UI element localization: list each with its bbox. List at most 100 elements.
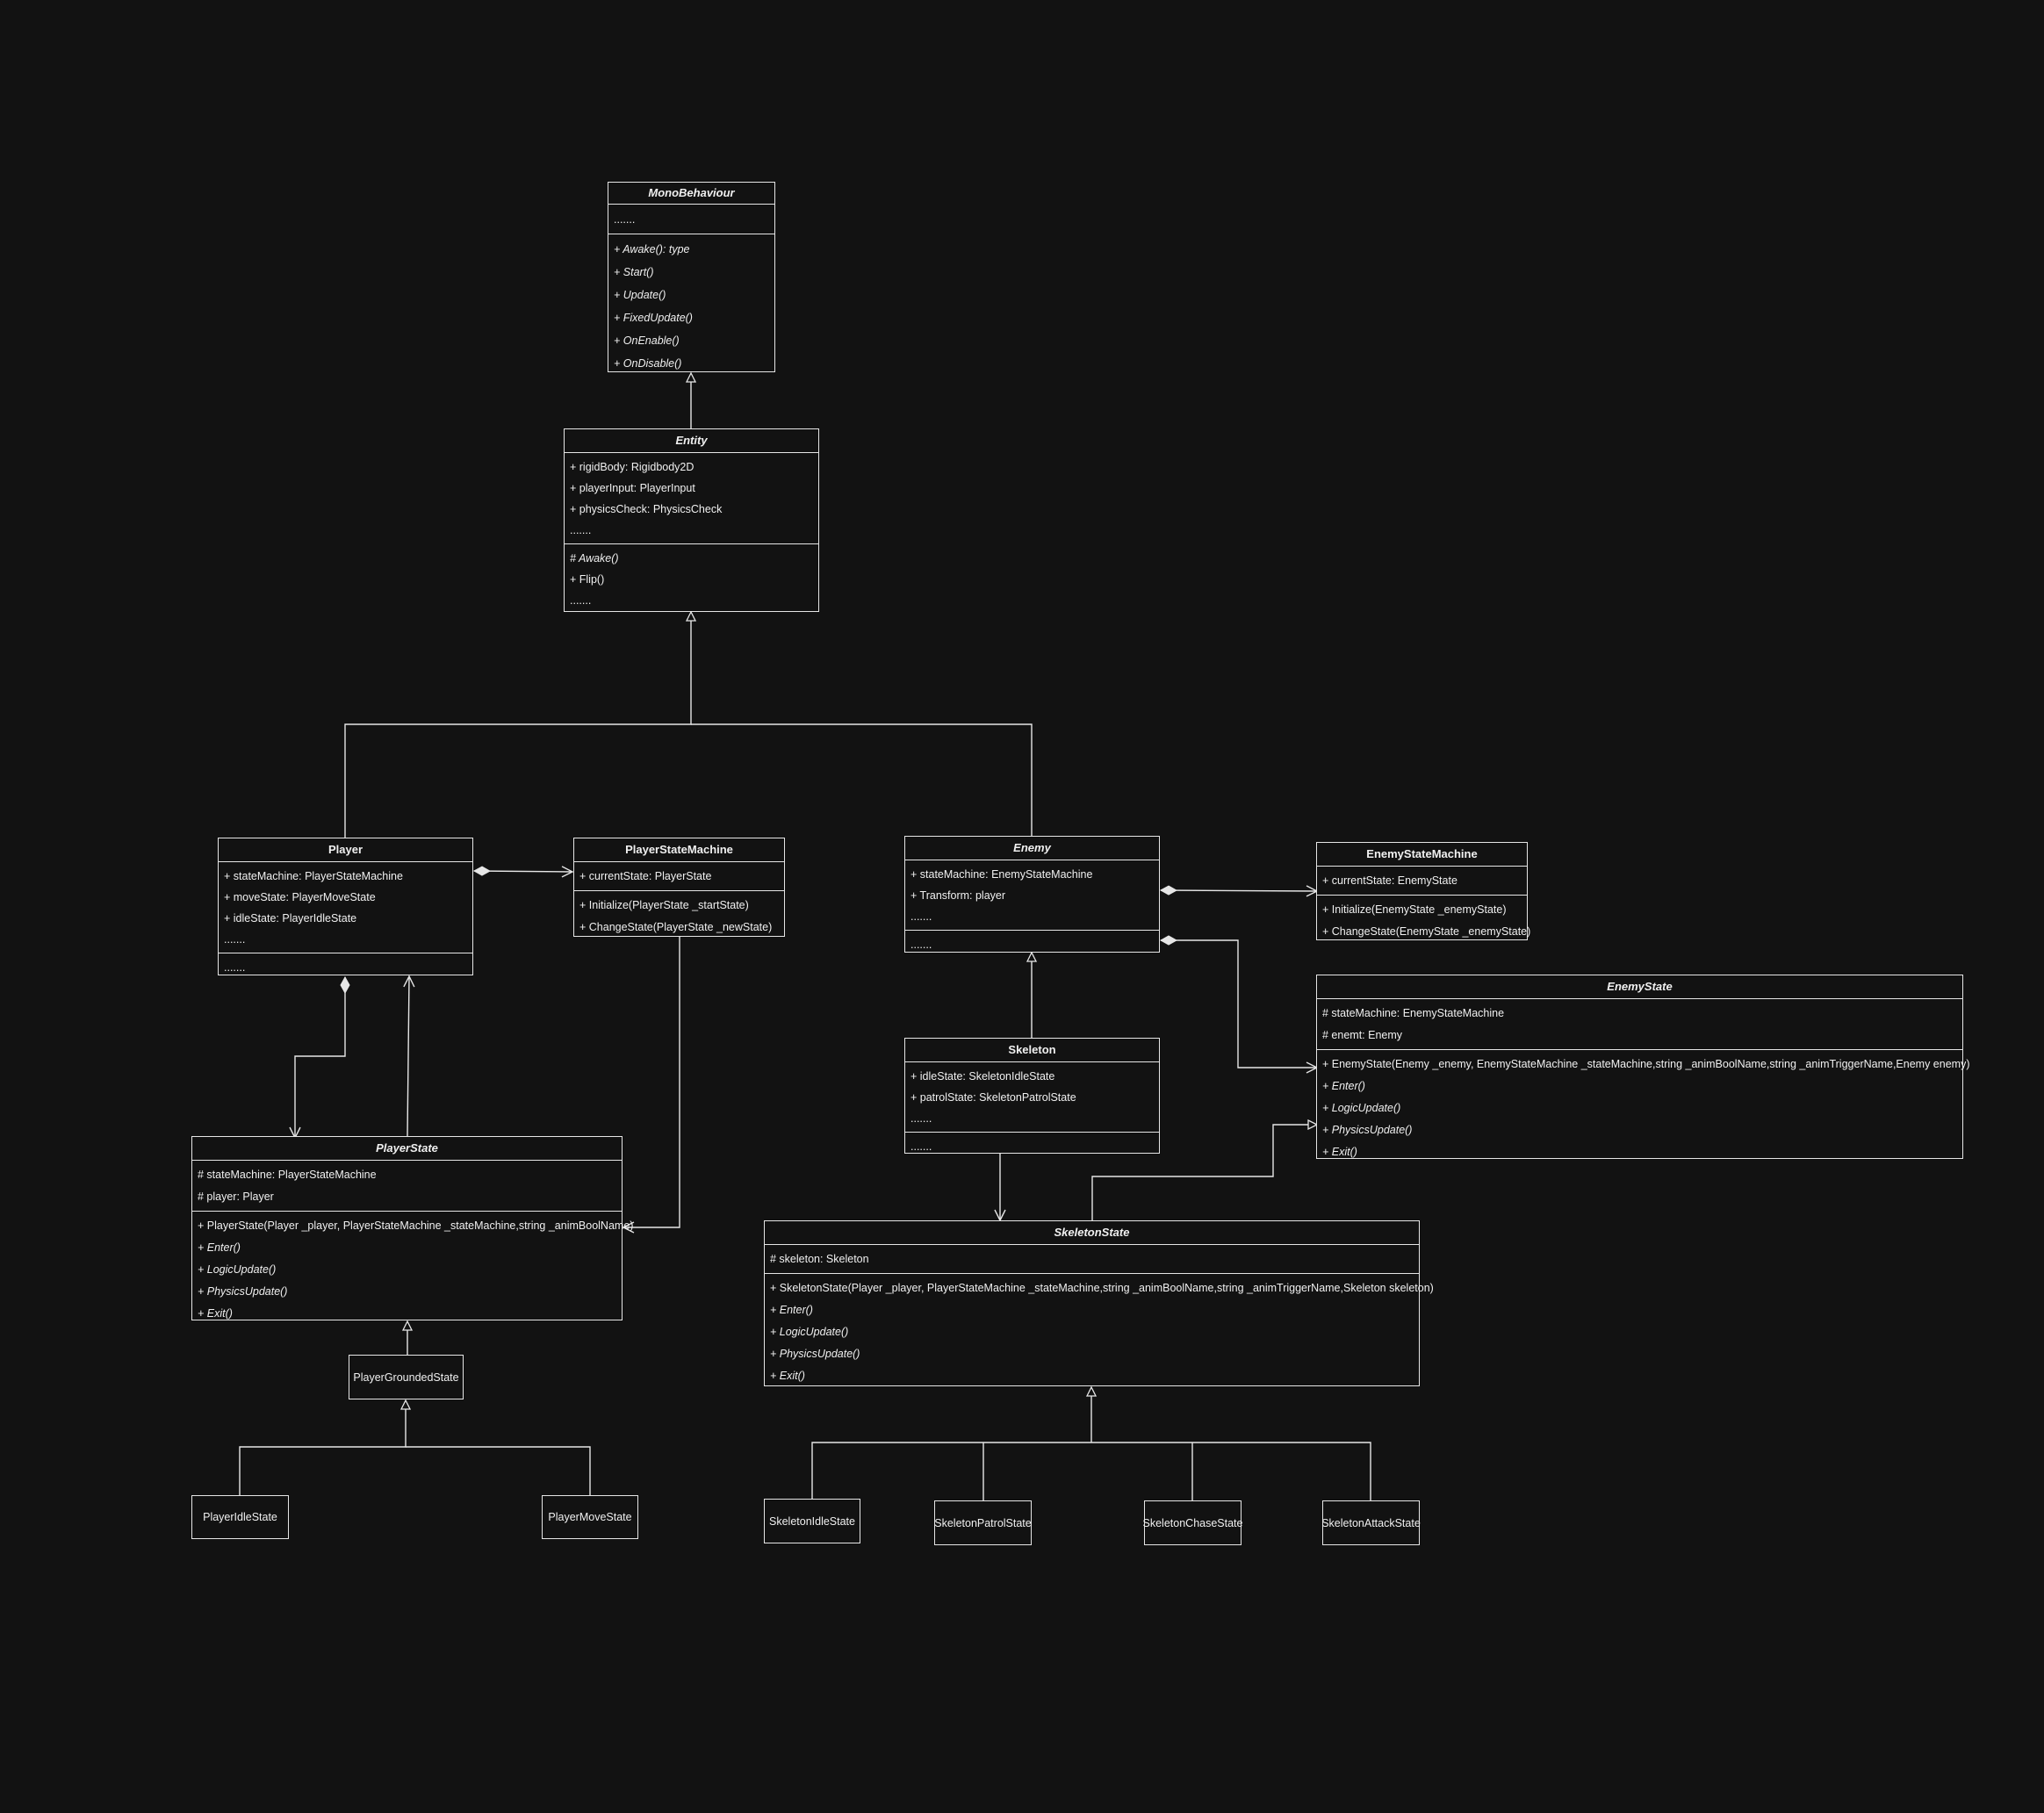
class-player-idle-state[interactable]: PlayerIdleState (191, 1495, 289, 1539)
class-method: + Update() (614, 289, 666, 301)
association-playerstate-player (407, 976, 409, 1137)
class-method: + LogicUpdate() (198, 1263, 277, 1276)
class-name: Skeleton (905, 1039, 1159, 1062)
class-name: PlayerStateMachine (574, 838, 784, 862)
class-fields: ....... (608, 205, 774, 234)
class-method: ....... (224, 961, 246, 974)
class-fields: + currentState: EnemyState (1317, 867, 1527, 896)
class-field: + physicsCheck: PhysicsCheck (570, 503, 723, 515)
class-skeleton-attack-state[interactable]: SkeletonAttackState (1321, 1500, 1421, 1545)
class-player-move-state[interactable]: PlayerMoveState (542, 1495, 638, 1539)
class-methods: + Awake(): type + Start() + Update() + Fixe… (608, 234, 774, 378)
class-field: # skeleton: Skeleton (770, 1253, 869, 1265)
class-field: ....... (570, 524, 592, 536)
class-field: ....... (910, 910, 932, 923)
class-method: + SkeletonState(Player _player, PlayerSt… (770, 1282, 1434, 1294)
class-player-grounded-state[interactable]: PlayerGroundedState (349, 1355, 464, 1399)
class-field: + idleState: PlayerIdleState (224, 912, 357, 924)
class-method: + FixedUpdate() (614, 312, 693, 324)
class-method: + Initialize(EnemyState _enemyState) (1322, 903, 1507, 916)
class-field: + patrolState: SkeletonPatrolState (910, 1091, 1076, 1104)
class-method: ....... (910, 939, 932, 951)
class-method: + Exit() (1322, 1146, 1357, 1158)
class-method: + Enter() (1322, 1080, 1365, 1092)
class-fields: + idleState: SkeletonIdleState + patrolSt… (905, 1062, 1159, 1133)
class-method: + Exit() (770, 1370, 805, 1382)
class-fields: # stateMachine: PlayerStateMachine # play… (192, 1161, 622, 1212)
class-monobehaviour[interactable]: MonoBehaviour....... + Awake(): type + Sta… (608, 182, 775, 372)
class-method: + PhysicsUpdate() (1322, 1124, 1413, 1136)
class-field: + moveState: PlayerMoveState (224, 891, 376, 903)
class-field: ....... (614, 213, 636, 226)
class-method: + Awake(): type (614, 243, 690, 255)
class-methods: ....... (905, 1133, 1159, 1160)
class-name: EnemyStateMachine (1317, 843, 1527, 867)
inherit-idle-grounded (239, 1400, 406, 1495)
class-methods: + PlayerState(Player _player, PlayerStat… (192, 1212, 633, 1327)
class-skeleton-state[interactable]: SkeletonState # skeleton: Skeleton + Skele… (764, 1220, 1434, 1386)
inherit-skeletonstate-enemystate (1091, 1125, 1317, 1220)
class-enemy[interactable]: Enemy+ stateMachine: EnemyStateMachine+ … (904, 836, 1160, 953)
class-name: Enemy (905, 837, 1159, 860)
class-method: ....... (910, 1140, 932, 1153)
class-method: ....... (570, 594, 592, 607)
class-field: + idleState: SkeletonIdleState (910, 1070, 1055, 1083)
class-enemy-state[interactable]: EnemyState# stateMachine: EnemyStateMach… (1316, 975, 1969, 1159)
class-methods: # Awake() + Flip()....... (565, 544, 818, 614)
class-method: + OnEnable() (614, 335, 680, 347)
class-method: + EnemyState(Enemy _enemy, EnemyStateMac… (1322, 1058, 1970, 1070)
class-field: # player: Player (198, 1191, 274, 1203)
class-player[interactable]: Player+ stateMachine: PlayerStateMachine… (218, 838, 473, 975)
class-field: + playerInput: PlayerInput (570, 482, 695, 494)
class-skeleton-patrol-state[interactable]: SkeletonPatrolState (934, 1500, 1032, 1545)
class-methods: + SkeletonState(Player _player, PlayerSt… (765, 1274, 1434, 1390)
composition-enemy-statemachine (1161, 890, 1317, 891)
composition-enemy-enemystate (1161, 940, 1317, 1068)
class-name: SkeletonState (765, 1221, 1419, 1245)
class-method: + Start() (614, 266, 654, 278)
class-field: + stateMachine: EnemyStateMachine (910, 868, 1093, 881)
class-name: Entity (565, 429, 818, 453)
class-method: + Initialize(PlayerState _startState) (579, 899, 749, 911)
class-field: # stateMachine: EnemyStateMachine (1322, 1007, 1505, 1019)
class-skeleton[interactable]: Skeleton+ idleState: SkeletonIdleState+ … (904, 1038, 1160, 1154)
class-methods: + EnemyState(Enemy _enemy, EnemyStateMac… (1317, 1050, 1970, 1166)
composition-player-playerstate (295, 977, 345, 1138)
inherit-move-grounded (406, 1446, 591, 1495)
class-entity[interactable]: Entity + rigidBody: Rigidbody2D + playerIn… (564, 428, 819, 612)
class-method: + LogicUpdate() (1322, 1102, 1401, 1114)
class-field: + currentState: EnemyState (1322, 874, 1457, 887)
class-method: + Enter() (198, 1241, 241, 1254)
class-fields: + stateMachine: EnemyStateMachine + Trans… (905, 860, 1159, 931)
class-field: # stateMachine: PlayerStateMachine (198, 1169, 377, 1181)
class-fields: # stateMachine: EnemyStateMachine# enemt… (1317, 999, 1962, 1050)
class-method: + ChangeState(EnemyState _enemyState) (1322, 925, 1531, 938)
class-name: EnemyState (1317, 975, 1962, 999)
composition-player-statemachine (474, 871, 572, 872)
class-method: # Awake() (570, 552, 619, 565)
class-player-state-machine[interactable]: PlayerStateMachine + currentState: Player… (573, 838, 785, 937)
class-method: + LogicUpdate() (770, 1326, 849, 1338)
class-field: + rigidBody: Rigidbody2D (570, 461, 695, 473)
association-playerstate-statemachine (623, 937, 680, 1227)
class-field: + stateMachine: PlayerStateMachine (224, 870, 403, 882)
class-skeleton-idle-state[interactable]: SkeletonIdleState (764, 1499, 860, 1543)
class-method: + PhysicsUpdate() (198, 1285, 288, 1298)
class-enemy-state-machine[interactable]: EnemyStateMachine + currentState: EnemySt… (1316, 842, 1530, 940)
class-methods: + Initialize(EnemyState _enemyState) + Ch… (1317, 896, 1531, 946)
class-fields: + rigidBody: Rigidbody2D + playerInput: P… (565, 453, 818, 544)
class-player-state[interactable]: PlayerState# stateMachine: PlayerStateMa… (191, 1136, 633, 1320)
class-method: + PhysicsUpdate() (770, 1348, 860, 1360)
class-name: MonoBehaviour (608, 183, 774, 205)
class-fields: + stateMachine: PlayerStateMachine + move… (219, 862, 472, 953)
class-field: + currentState: PlayerState (579, 870, 712, 882)
class-skeleton-chase-state[interactable]: SkeletonChaseState (1143, 1500, 1242, 1545)
class-method: + Flip() (570, 573, 605, 586)
inherit-enemy-entity (691, 723, 1033, 836)
class-method: + OnDisable() (614, 357, 682, 370)
class-field: + Transform: player (910, 889, 1006, 902)
class-method: + ChangeState(PlayerState _newState) (579, 921, 773, 933)
class-name: PlayerState (192, 1137, 622, 1161)
class-field: ....... (224, 933, 246, 946)
